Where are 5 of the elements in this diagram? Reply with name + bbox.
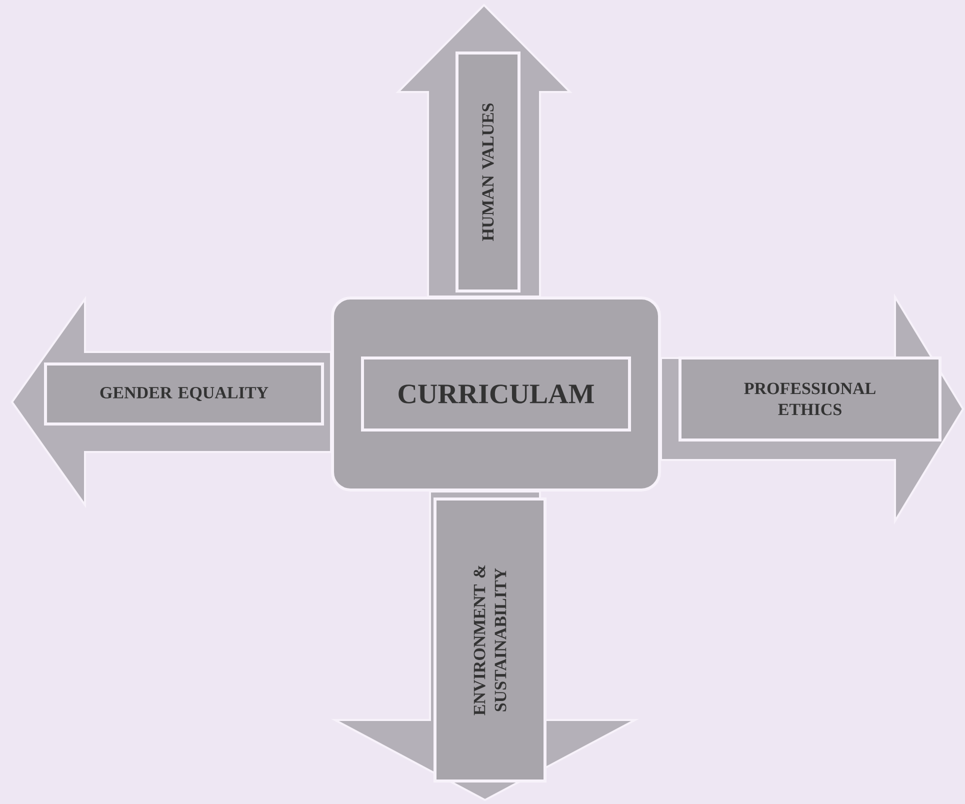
centre-box: CURRICULAM: [331, 296, 661, 492]
label-box: HUMAN VALUES: [456, 52, 520, 292]
label-box: ENVIRONMENT & SUSTAINABILITY: [434, 498, 546, 782]
label-box: PROFESSIONAL ETHICS: [678, 356, 942, 442]
label-box: GENDER EQUALITY: [44, 362, 324, 426]
